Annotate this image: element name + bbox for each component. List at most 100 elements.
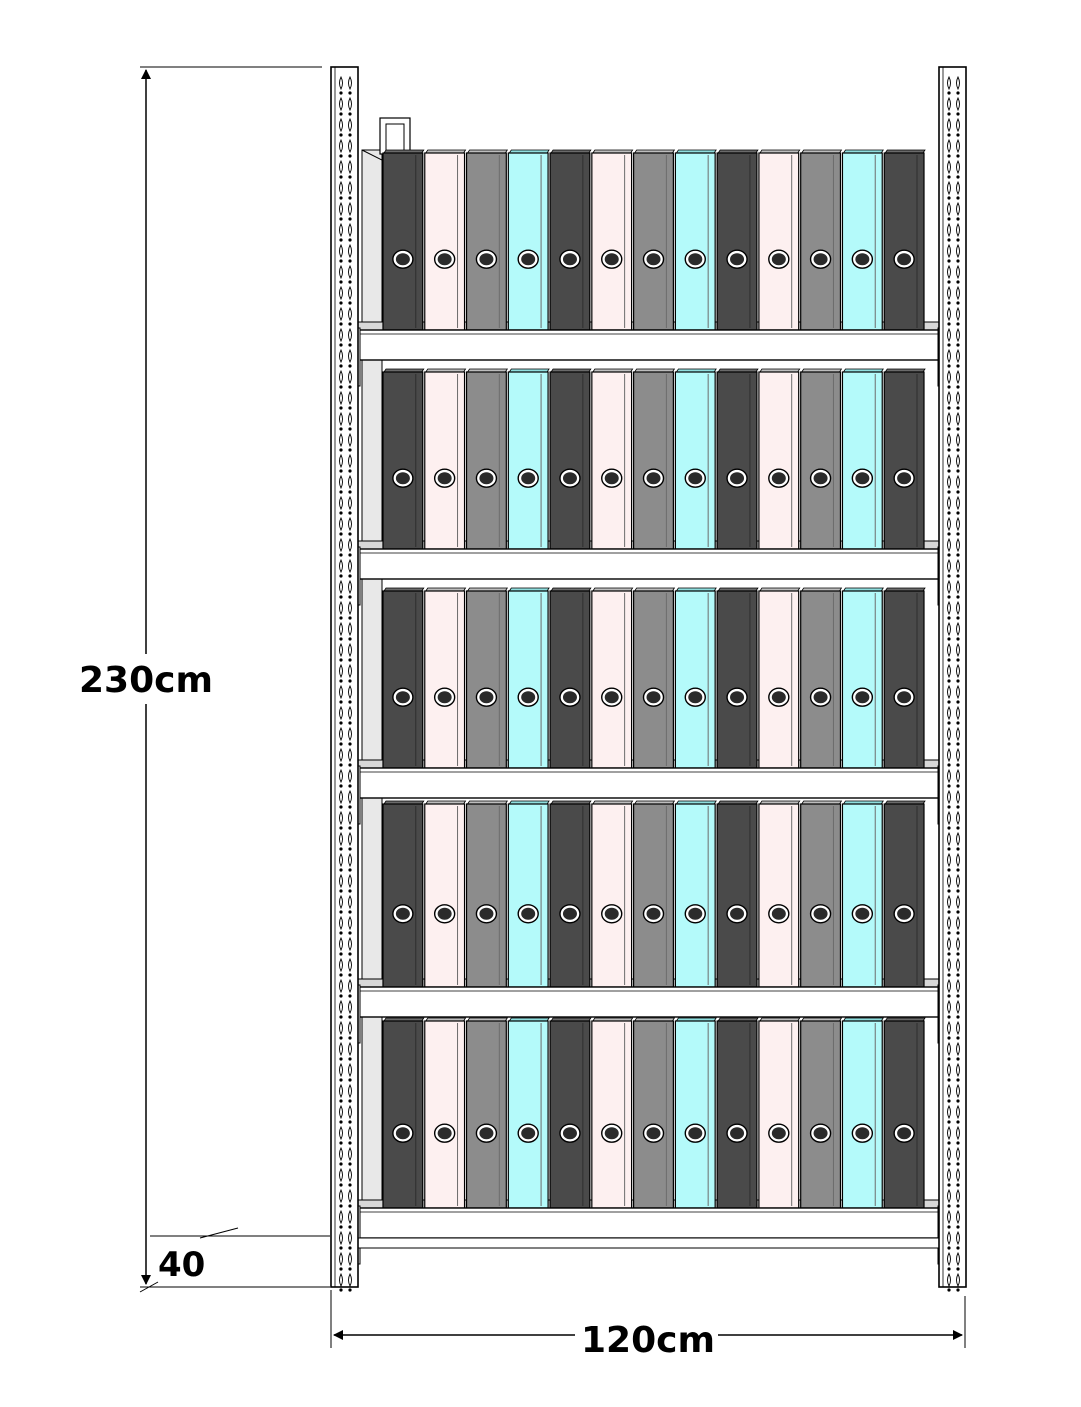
upright-hole (348, 784, 352, 788)
upright-slot (339, 1230, 343, 1246)
upright-hole (956, 490, 960, 494)
binder (549, 587, 592, 769)
upright-slot (947, 579, 951, 595)
binder-spine (549, 803, 591, 988)
binder-ring-hole (479, 907, 494, 920)
upright-hole (956, 994, 960, 998)
upright-slot (348, 768, 352, 784)
binder-ring-hole (521, 253, 536, 266)
binder-ring-hole (562, 1127, 577, 1140)
upright-slot (348, 474, 352, 490)
upright-slot (956, 474, 960, 490)
upright-hole (956, 1267, 960, 1271)
upright-slot (947, 1230, 951, 1246)
upright-slot (339, 117, 343, 133)
binder-spine (841, 590, 883, 769)
upright-slot (348, 159, 352, 175)
binder (883, 1017, 926, 1209)
upright-slot (956, 894, 960, 910)
upright-slot (339, 789, 343, 805)
binder-ring-hole (855, 691, 870, 704)
upright-hole (947, 448, 951, 452)
upright-hole (348, 1120, 352, 1124)
upright-slot (947, 600, 951, 616)
upright-hole (348, 679, 352, 683)
width-label: 120cm (581, 1320, 715, 1361)
upright-slot (947, 936, 951, 952)
upright-slot (348, 306, 352, 322)
upright-slot (947, 1020, 951, 1036)
binder-ring-hole (604, 253, 619, 266)
binder (507, 368, 550, 550)
upright-hole (956, 1120, 960, 1124)
binder-ring-hole (771, 253, 786, 266)
binder (841, 1017, 884, 1209)
upright-hole (947, 1204, 951, 1208)
upright-hole (956, 616, 960, 620)
upright-slot (348, 558, 352, 574)
upright-slot (947, 474, 951, 490)
upright-slot (947, 978, 951, 994)
binder-ring-hole (897, 691, 912, 704)
upright-hole (956, 952, 960, 956)
upright-slot (348, 327, 352, 343)
upright-hole (339, 952, 343, 956)
upright-slot (339, 768, 343, 784)
upright-slot (956, 957, 960, 973)
upright-hole (348, 196, 352, 200)
upright-hole (947, 721, 951, 725)
upright-slot (348, 369, 352, 385)
upright-hole (947, 847, 951, 851)
upright-hole (339, 1120, 343, 1124)
upright-slot (348, 579, 352, 595)
upright-hole (348, 616, 352, 620)
upright-slot (339, 453, 343, 469)
upright-hole (339, 532, 343, 536)
binder (465, 800, 509, 988)
upright-hole (339, 448, 343, 452)
upright-hole (947, 1015, 951, 1019)
upright-slot (956, 138, 960, 154)
upright-hole (947, 1246, 951, 1250)
binder (633, 149, 676, 331)
binder (716, 149, 759, 331)
upright-slot (956, 642, 960, 658)
upright-hole (348, 91, 352, 95)
upright-slot (956, 306, 960, 322)
binder-ring-hole (646, 253, 661, 266)
binder-ring-hole (688, 472, 703, 485)
upright-slot (339, 138, 343, 154)
upright-slot (947, 1104, 951, 1120)
upright-slot (956, 726, 960, 742)
binder-spine (591, 152, 633, 331)
upright-hole (956, 133, 960, 137)
upright-hole (956, 385, 960, 389)
upright-hole (947, 1141, 951, 1145)
upright-slot (348, 75, 352, 91)
binder-ring-hole (897, 472, 912, 485)
upright-hole (956, 154, 960, 158)
binder-ring-hole (521, 472, 536, 485)
binder-spine (382, 371, 424, 550)
upright-hole (947, 175, 951, 179)
upright-hole (956, 301, 960, 305)
upright-slot (947, 453, 951, 469)
upright-hole (339, 826, 343, 830)
upright-slot (339, 810, 343, 826)
binder-ring-hole (562, 472, 577, 485)
upright-slot (339, 285, 343, 301)
upright-slot (348, 243, 352, 259)
upright-slot (339, 243, 343, 259)
upright-hole (947, 994, 951, 998)
binder-ring-hole (813, 1127, 828, 1140)
upright-slot (956, 327, 960, 343)
upright-hole (956, 763, 960, 767)
upright-slot (956, 537, 960, 553)
upright-slot (339, 1251, 343, 1267)
binder-ring-hole (562, 253, 577, 266)
binder (758, 800, 801, 988)
upright-hole (348, 406, 352, 410)
upright-hole (348, 595, 352, 599)
binder (800, 149, 843, 331)
upright-slot (947, 768, 951, 784)
